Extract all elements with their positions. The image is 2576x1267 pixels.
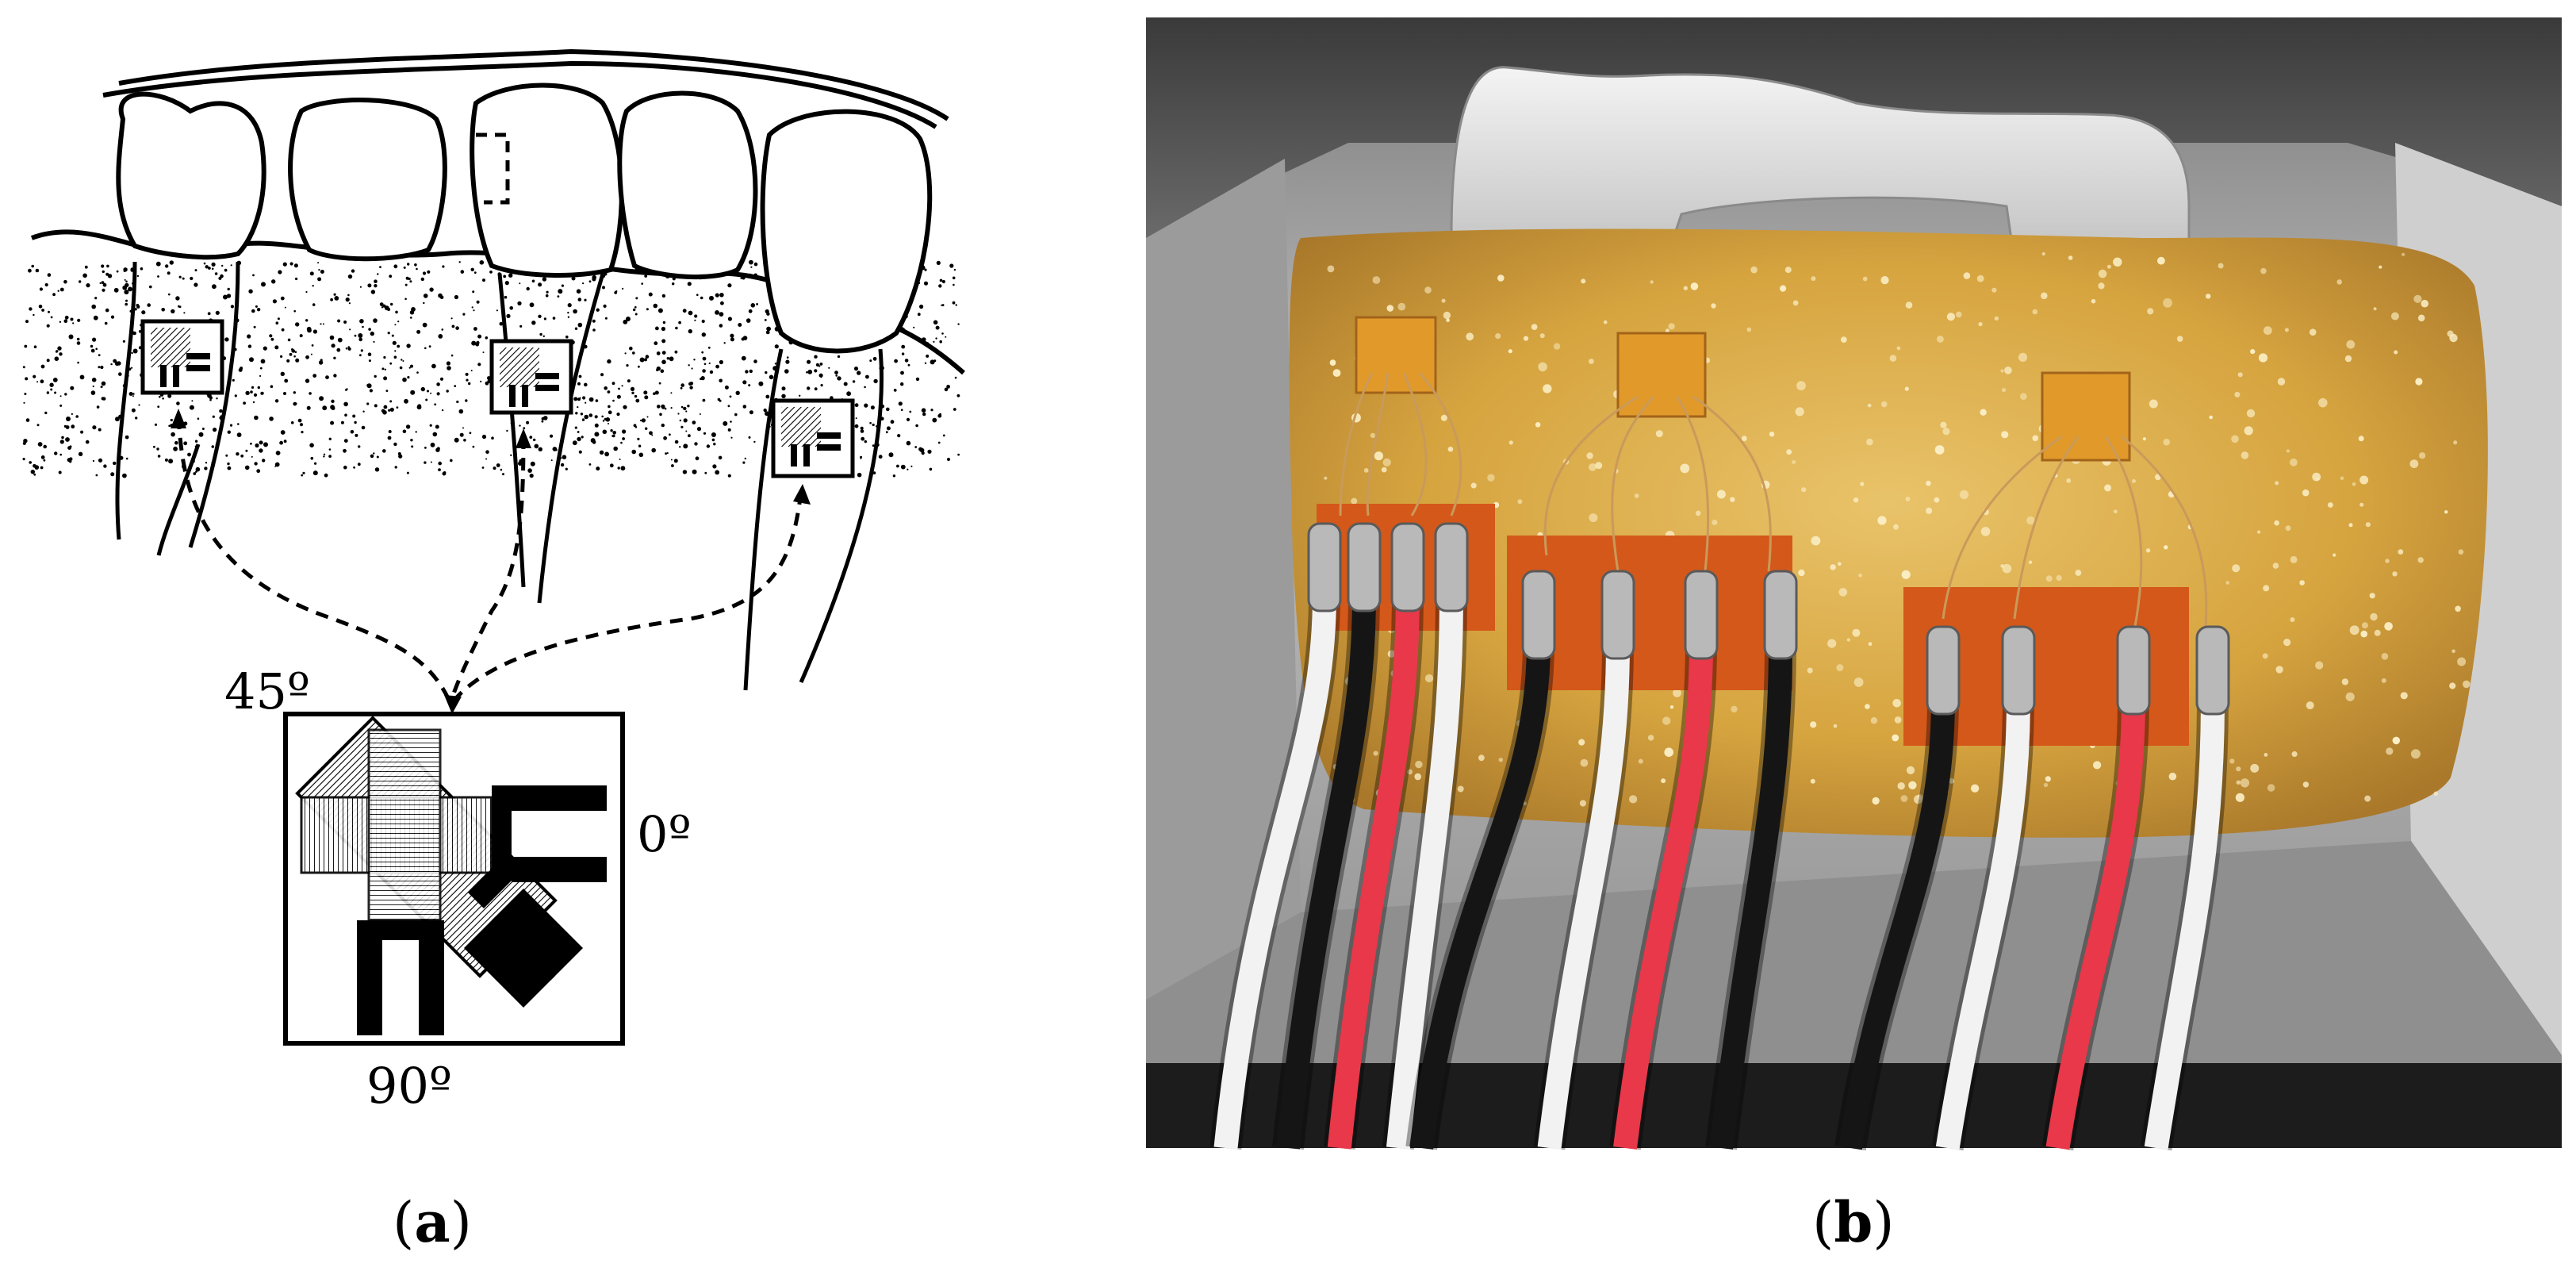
- strain-gauge-rosette-detail: [283, 712, 625, 1046]
- tooth-crowns: [102, 48, 949, 354]
- panel-a-caption: (a): [393, 1189, 472, 1255]
- gauge-lead-wires: [1339, 372, 2208, 635]
- strain-gauge-small-3: [771, 398, 855, 478]
- panel-a-schematic: 45º 0º 90º (a): [22, 48, 965, 1255]
- arrowheads: [171, 409, 811, 714]
- dental-model-top: [1450, 66, 2191, 271]
- photo-strain-gauge-3: [2041, 371, 2131, 462]
- dashed-arrows: [176, 416, 803, 700]
- dashed-prep-outline: [476, 132, 510, 205]
- gauge-grid-90: [367, 728, 442, 922]
- angle-label-45: 45º: [224, 662, 310, 720]
- panel-b-photograph: (b): [1146, 17, 2562, 1255]
- tooth-roots: [115, 261, 884, 691]
- strain-gauge-small-2: [489, 339, 573, 415]
- photo-strain-gauge-2: [1616, 332, 1707, 418]
- strain-gauge-small-1: [140, 319, 224, 395]
- panel-b-caption: (b): [1812, 1189, 1895, 1255]
- metal-box-left-wall: [1146, 159, 1301, 1000]
- angle-label-90: 90º: [366, 1057, 452, 1115]
- angle-label-0: 0º: [637, 805, 692, 863]
- instrumentation-wires: [1209, 522, 2230, 1151]
